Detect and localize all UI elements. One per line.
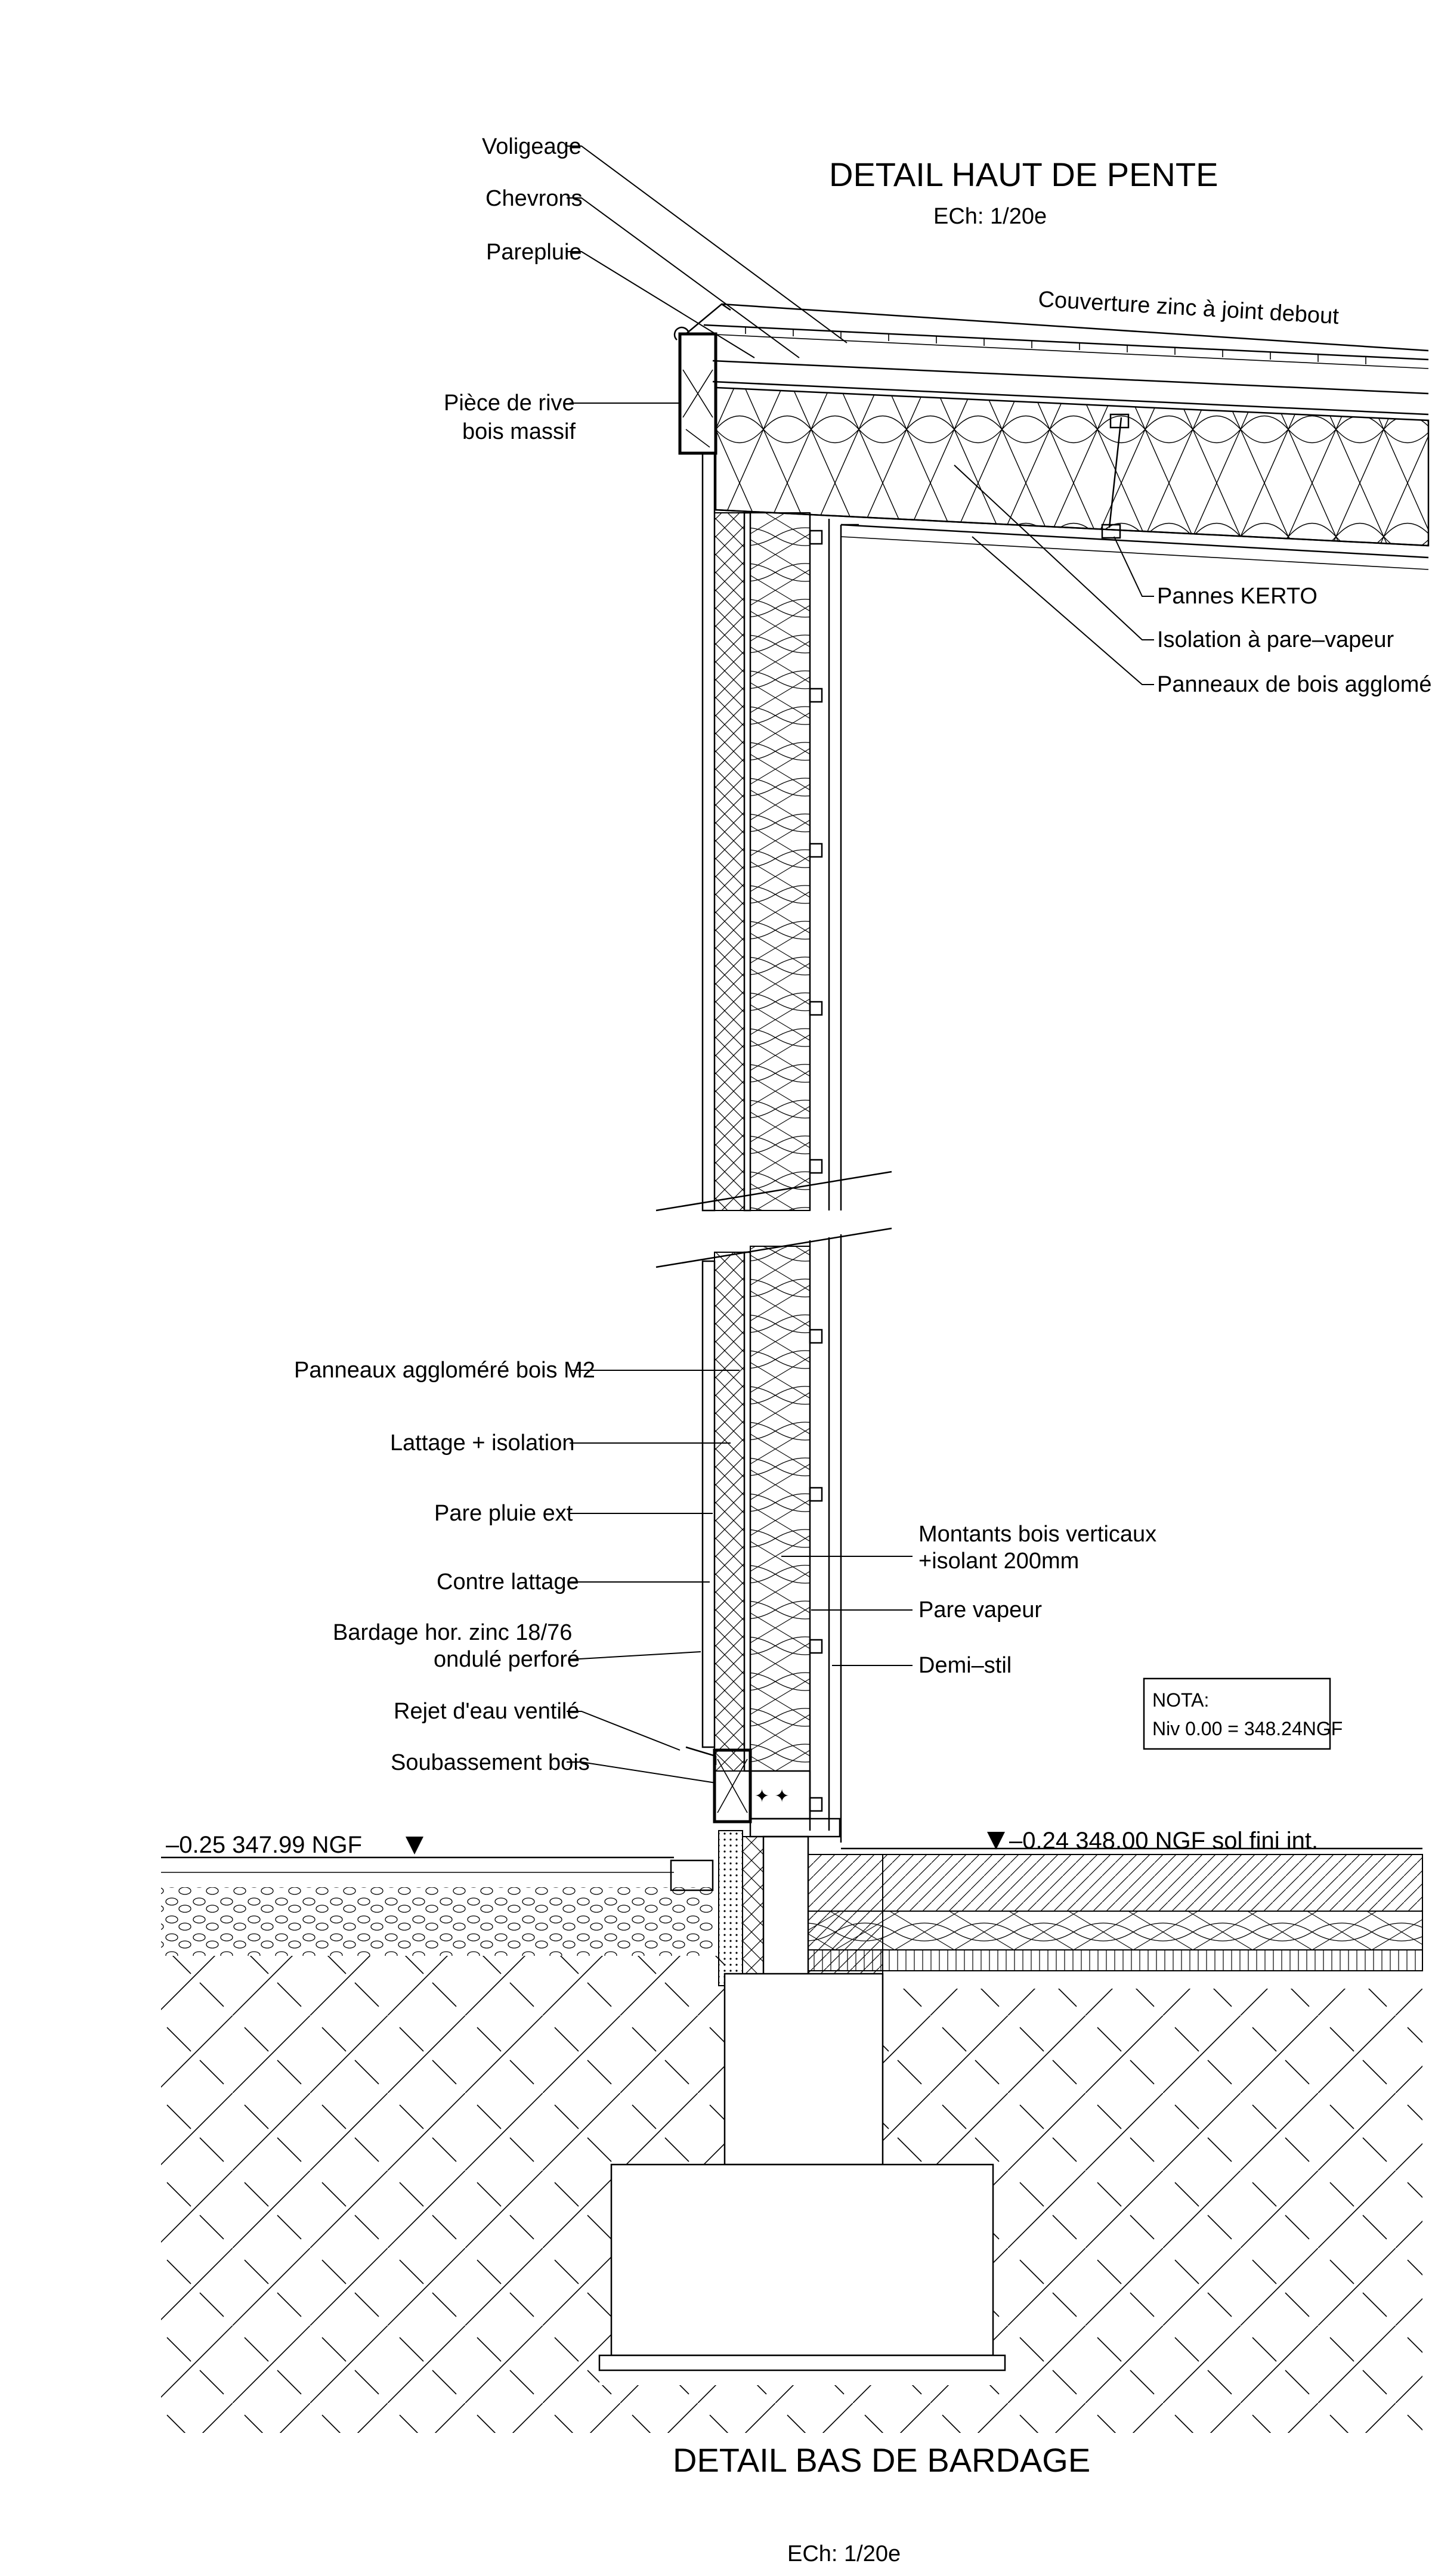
label-demi-stil: Demi–stil: [918, 1653, 1012, 1678]
label-piece-rive-2: bois massif: [462, 419, 576, 444]
roof-assembly: [673, 303, 1430, 570]
foundation-assembly: [161, 1830, 1423, 2433]
bottom-scale: ECh: 1/20e: [787, 2541, 901, 2566]
label-bardage-1: Bardage hor. zinc 18/76: [333, 1620, 572, 1645]
label-panneaux-m2: Panneaux aggloméré bois M2: [294, 1358, 595, 1383]
label-montants-1: Montants bois verticaux: [918, 1522, 1156, 1547]
label-pannes: Pannes KERTO: [1157, 584, 1317, 609]
level-marker-interior: [987, 1832, 1005, 1850]
level-marker-exterior: [406, 1837, 423, 1854]
nota-text: Niv 0.00 = 348.24NGF: [1152, 1718, 1343, 1739]
label-contre-lattage: Contre lattage: [437, 1569, 579, 1594]
label-parepluie: Parepluie: [486, 240, 582, 265]
label-lattage: Lattage + isolation: [390, 1431, 575, 1456]
level-annotations: –0.25 347.99 NGF –0.24 348.00 NGF sol fi…: [166, 1828, 1318, 1858]
label-pare-vapeur: Pare vapeur: [918, 1597, 1042, 1623]
nota-box: NOTA: Niv 0.00 = 348.24NGF: [1143, 1677, 1343, 1750]
level-interior: –0.24 348.00 NGF sol fini int.: [1009, 1828, 1318, 1854]
label-panneaux: Panneaux de bois aggloméré: [1157, 672, 1432, 697]
wall-assembly: ✦ ✦: [655, 452, 892, 1843]
wall-annotations: Panneaux aggloméré bois M2 Lattage + iso…: [294, 1358, 1156, 1784]
label-isolation: Isolation à pare–vapeur: [1157, 627, 1394, 652]
fastener-symbol: ✦ ✦: [754, 1787, 790, 1806]
label-montants-2: +isolant 200mm: [918, 1549, 1079, 1574]
label-soubassement: Soubassement bois: [391, 1750, 590, 1775]
top-title: DETAIL HAUT DE PENTE: [829, 156, 1218, 193]
label-piece-rive-1: Pièce de rive: [444, 391, 575, 416]
bottom-title: DETAIL BAS DE BARDAGE: [673, 2441, 1090, 2479]
label-chevrons: Chevrons: [485, 186, 583, 211]
label-couverture: Couverture zinc à joint debout: [1037, 287, 1340, 329]
label-pare-pluie: Pare pluie ext: [434, 1501, 573, 1526]
top-scale: ECh: 1/20e: [933, 204, 1047, 229]
label-bardage-2: ondulé perforé: [434, 1647, 580, 1672]
label-voligeage: Voligeage: [482, 134, 582, 159]
level-exterior: –0.25 347.99 NGF: [166, 1832, 362, 1858]
nota-title: NOTA:: [1152, 1689, 1209, 1711]
label-rejet: Rejet d'eau ventilé: [394, 1699, 579, 1724]
